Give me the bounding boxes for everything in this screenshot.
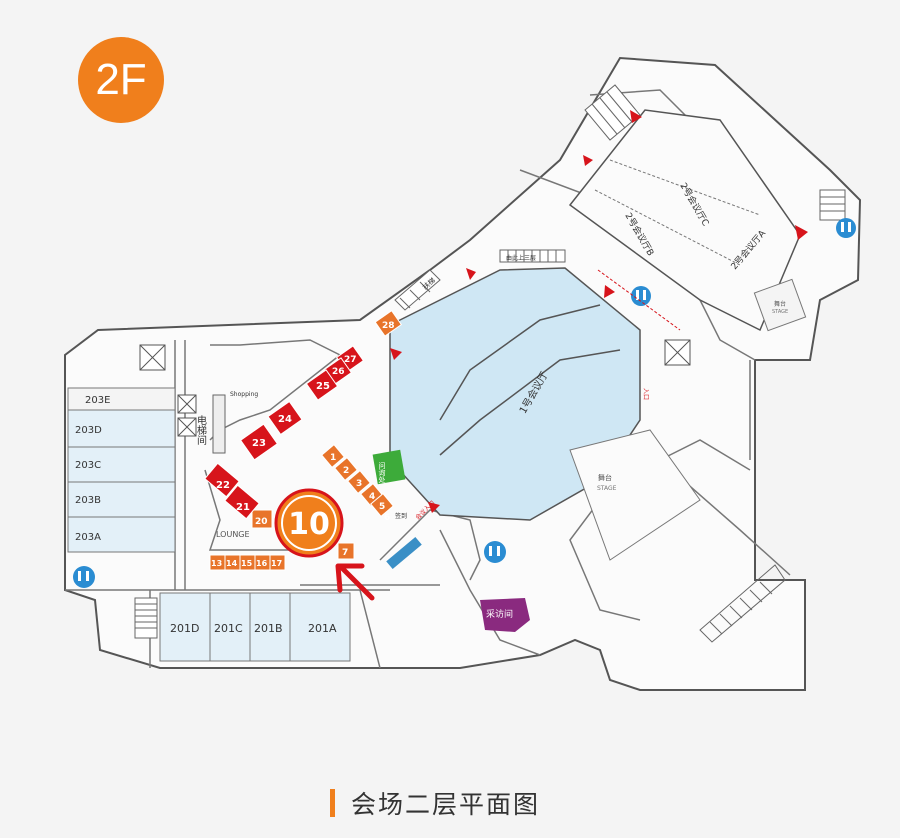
sign-in-label: 签到 [395,512,407,520]
elevator-label: 电梯间 [195,414,207,446]
booth-6[interactable]: 6 [384,513,390,523]
room-203a-label[interactable]: 203A [75,532,101,543]
booth-27[interactable]: 27 [344,355,357,365]
elevator-shaft [212,394,226,454]
booth-16[interactable]: 16 [256,559,268,568]
booth-25[interactable]: 25 [316,381,330,392]
elevator-icon [139,339,691,437]
info-desk-label: 问询处 [378,462,386,484]
sign-in-desk [386,536,422,570]
highlight-arrow-icon [335,563,375,601]
room-203c-label[interactable]: 203C [75,460,101,471]
shopping-label: Shopping [230,391,258,398]
booths-red[interactable] [204,345,365,520]
room-203e-label[interactable]: 203E [85,395,110,406]
booth-23[interactable]: 23 [252,438,266,449]
restroom-icon[interactable] [73,566,95,588]
stage-1-label: 舞台 [598,473,612,482]
restroom-icon[interactable] [484,541,506,563]
info-desk[interactable] [372,449,406,485]
booth-2[interactable]: 2 [343,466,349,476]
map-caption: 会场二层平面图 [330,786,540,820]
room-block-203 [67,387,176,553]
room-201a-label[interactable]: 201A [308,622,337,635]
escalator-icon [394,269,441,311]
lounge-label: LOUNGE [216,530,250,539]
caption-accent-bar [330,789,335,817]
interview-room-label: 采访间 [486,608,513,620]
booth-20[interactable]: 20 [255,517,268,527]
stage-2-label: 舞台 [774,300,786,308]
booth-24[interactable]: 24 [278,414,292,425]
interview-room[interactable] [480,598,530,632]
booth-7[interactable]: 7 [342,548,348,558]
booth-15[interactable]: 15 [241,559,253,568]
stairs-icon [134,597,158,639]
highlight-number: 10 [288,507,330,542]
booth-4[interactable]: 4 [369,492,375,502]
room-201b-label[interactable]: 201B [254,622,283,635]
stage-1 [569,429,701,561]
booths-orange[interactable] [209,310,403,571]
caption-text: 会场二层平面图 [351,790,541,819]
booth-5[interactable]: 5 [379,502,385,512]
stairs-icon [499,249,566,263]
stage-2-en-label: STAGE [772,309,788,315]
restroom-icon[interactable] [631,286,651,306]
corridor-hatch [699,564,786,643]
booth-1[interactable]: 1 [330,453,336,463]
stairs-up-label: 由此上三层 [506,254,536,262]
booth-22[interactable]: 22 [216,480,230,491]
floor-badge: 2F [78,37,164,123]
room-201c-label[interactable]: 201C [214,622,243,635]
arrow-icon [390,110,808,513]
restroom-icon[interactable] [836,218,856,238]
booth-21[interactable]: 21 [236,502,250,513]
booth-14[interactable]: 14 [226,559,238,568]
booth-labels-red: 27 26 25 24 23 22 21 [216,355,357,513]
booth-17[interactable]: 17 [271,559,282,568]
stage-1-en-label: STAGE [597,485,617,492]
hall-1-divider [439,304,601,421]
stairs-icon [584,84,846,221]
room-201d-label[interactable]: 201D [170,622,199,635]
entry-main-label: 入口 [642,388,649,400]
room-203b-label[interactable]: 203B [75,495,101,506]
booth-labels-orange: 28 1 2 3 4 5 6 7 13 14 15 16 17 20 [211,321,395,568]
stage-2 [753,278,807,332]
booth-26[interactable]: 26 [332,367,345,377]
room-block-201 [159,592,351,662]
hall-1-divider-2 [439,349,621,456]
booth-13[interactable]: 13 [211,559,222,568]
route-line [597,269,681,331]
booth-28[interactable]: 28 [382,321,395,331]
booth-3[interactable]: 3 [356,479,362,489]
room-203d-label[interactable]: 203D [75,425,102,436]
